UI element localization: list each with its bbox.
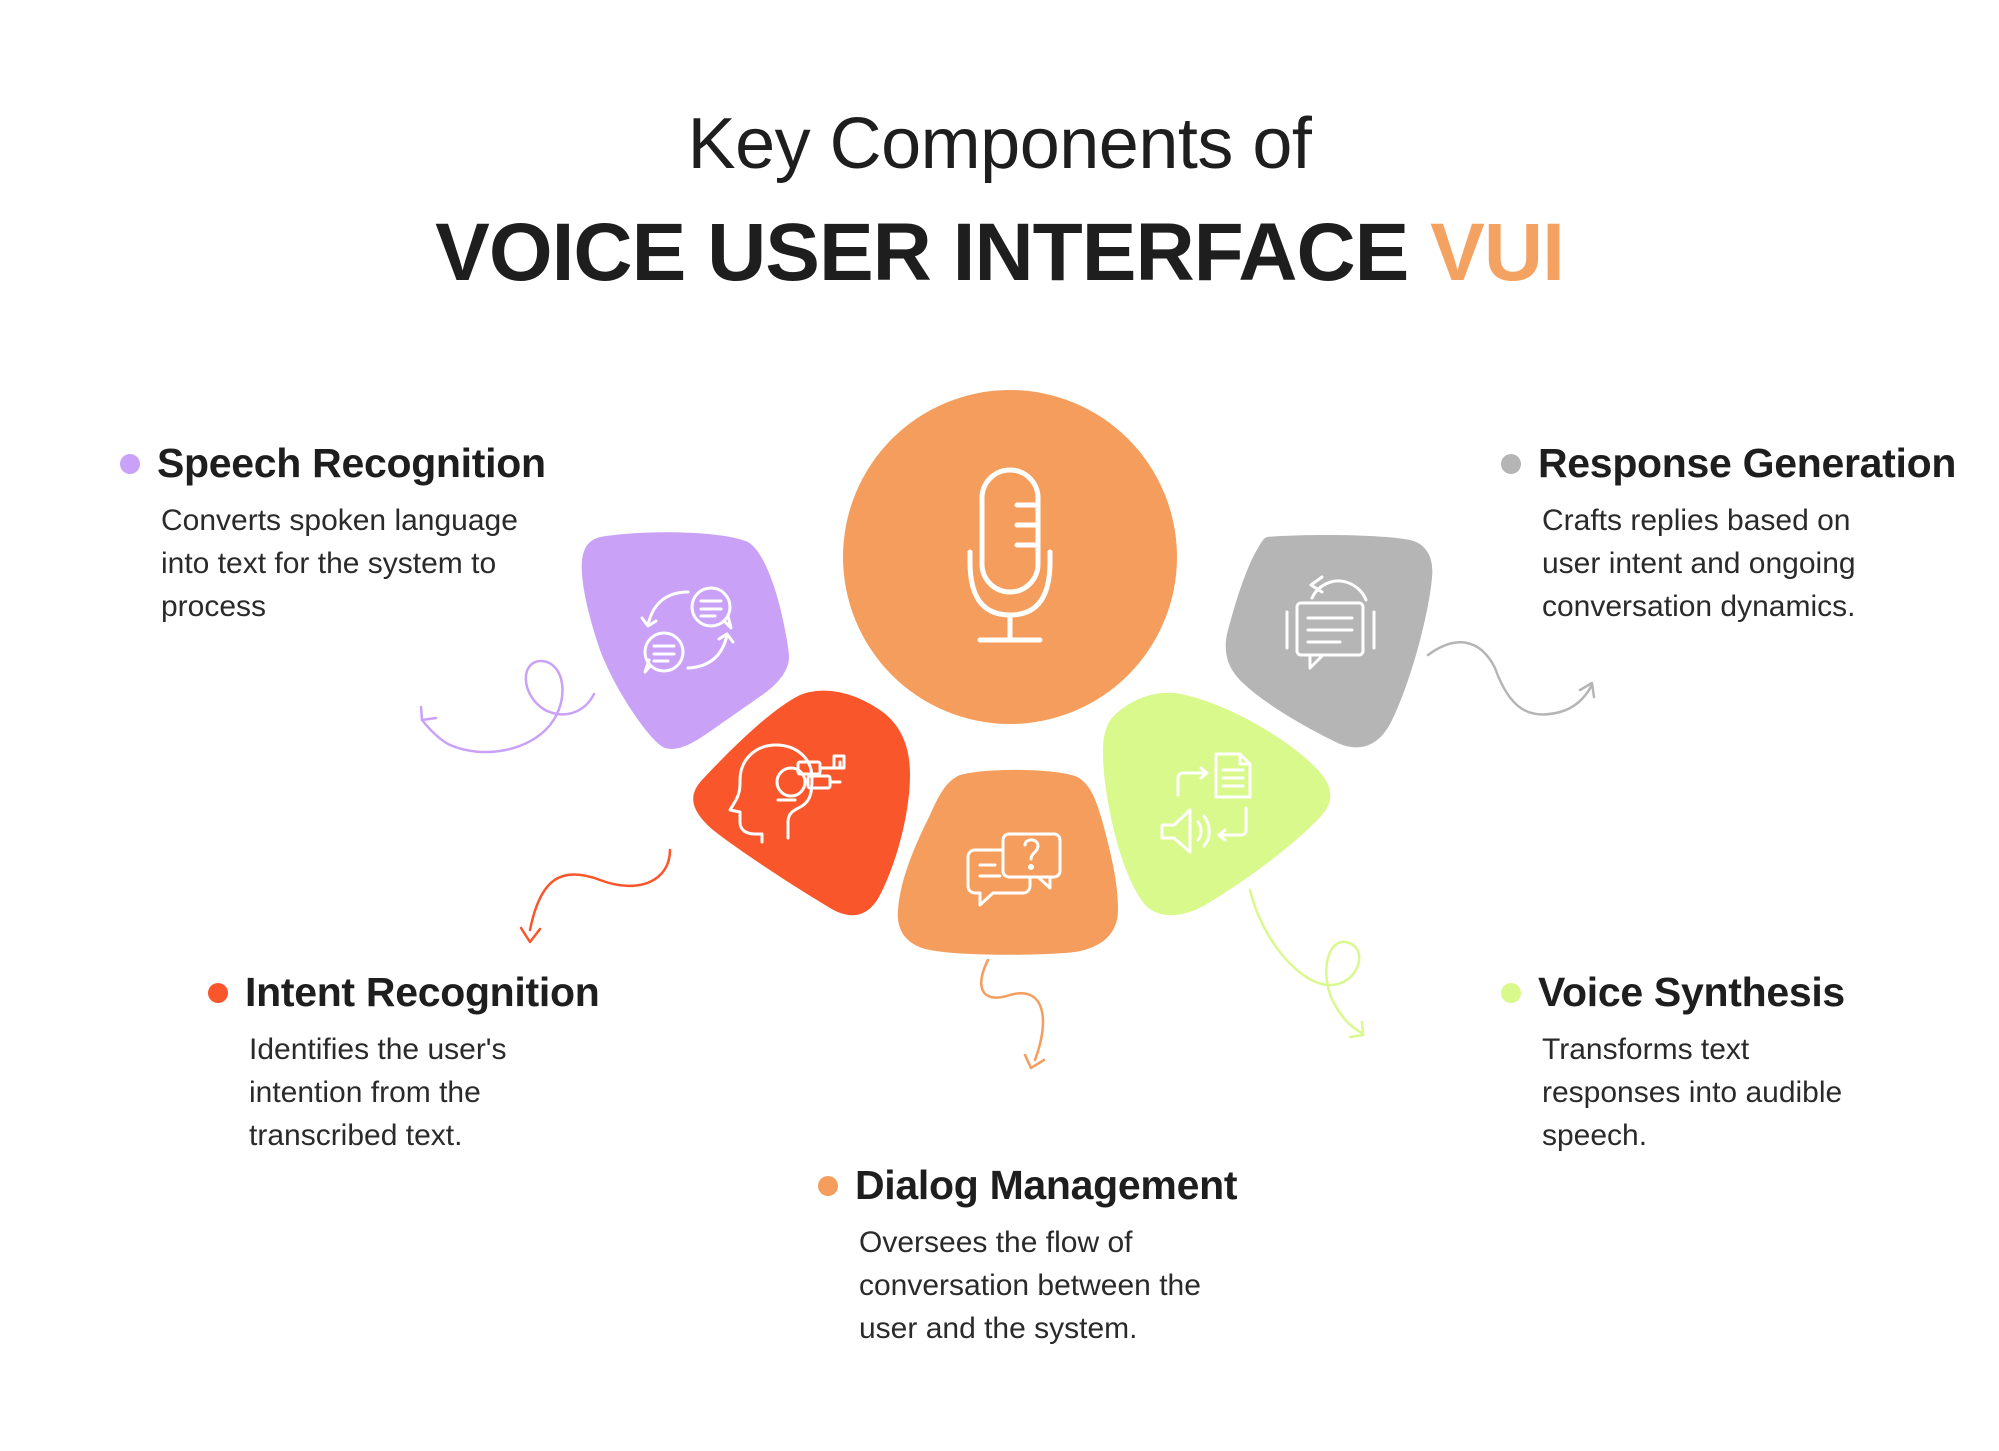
- intent-recognition-title: Intent Recognition: [245, 969, 600, 1015]
- response-connector-arrowhead: [1578, 681, 1596, 699]
- page-title-main: VOICE USER INTERFACE: [435, 207, 1409, 298]
- voice-synthesis-desc-line: speech.: [1542, 1119, 1648, 1152]
- dialog-connector-arrowhead: [1023, 1053, 1046, 1070]
- intent-recognition-petal: [693, 690, 910, 916]
- response-generation-title: Response Generation: [1538, 440, 1957, 486]
- center-circle: [843, 390, 1177, 724]
- dialog-management-petal: [897, 769, 1118, 955]
- chat-exchange-icon: [640, 586, 735, 674]
- response-generation-description: Crafts replies based on user intent and …: [1542, 499, 1956, 628]
- intent-recognition-dot: [208, 982, 228, 1003]
- response-generation-desc-line: Crafts replies based on: [1542, 504, 1851, 537]
- response-generation-dot: [1501, 453, 1521, 474]
- response-generation-desc-line: user intent and ongoing: [1542, 547, 1856, 580]
- intent-recognition-description: Identifies the user's intention from the…: [249, 1028, 599, 1157]
- voice-synthesis-title: Voice Synthesis: [1538, 969, 1845, 1015]
- text-to-speech-icon: [1160, 752, 1252, 854]
- response-generation-desc-line: conversation dynamics.: [1542, 590, 1856, 623]
- speech-connector-arrowhead: [419, 705, 438, 722]
- dialog-management-desc-line: conversation between the: [859, 1269, 1201, 1302]
- speech-recognition-dot: [120, 453, 140, 474]
- intent-recognition-desc-line: Identifies the user's: [249, 1033, 507, 1066]
- voice-synthesis-dot: [1501, 982, 1521, 1003]
- speech-recognition-desc-line: process: [161, 590, 267, 623]
- voice-synthesis-block: Voice Synthesis Transforms text response…: [1501, 969, 1845, 1157]
- voice-synthesis-petal: [1102, 692, 1331, 916]
- dialog-connector: [980, 958, 1045, 1062]
- dialog-management-desc-line: Oversees the flow of: [859, 1226, 1133, 1259]
- dialog-management-block: Dialog Management Oversees the flow of c…: [818, 1162, 1237, 1350]
- intent-recognition-desc-line: intention from the: [249, 1076, 481, 1109]
- speech-recognition-desc-line: into text for the system to: [161, 547, 497, 580]
- response-generation-block: Response Generation Crafts replies based…: [1501, 440, 1956, 628]
- dialog-management-title: Dialog Management: [855, 1162, 1238, 1208]
- speech-connector: [420, 659, 596, 754]
- speech-recognition-petal: [581, 532, 790, 749]
- intent-connector: [528, 848, 672, 932]
- page-title-line-1: Key Components of: [687, 104, 1312, 184]
- response-connector: [1426, 641, 1594, 716]
- speech-recognition-block: Speech Recognition Converts spoken langu…: [120, 440, 546, 628]
- intent-recognition-desc-line: transcribed text.: [249, 1119, 463, 1152]
- dialog-management-description: Oversees the flow of conversation betwee…: [859, 1221, 1237, 1350]
- dialog-management-dot: [818, 1175, 838, 1196]
- voice-synthesis-desc-line: Transforms text: [1542, 1033, 1750, 1066]
- voice-synthesis-desc-line: responses into audible: [1542, 1076, 1843, 1109]
- dialog-management-desc-line: user and the system.: [859, 1312, 1138, 1345]
- page-title-accent: VUI: [1430, 207, 1565, 298]
- question-chat-icon: [966, 832, 1062, 907]
- reply-chat-icon: [1285, 575, 1376, 670]
- synthesis-connector-arrowhead: [1348, 1020, 1365, 1039]
- intent-connector-arrowhead: [519, 926, 542, 944]
- head-with-gears-icon: [728, 743, 846, 844]
- speech-recognition-title: Speech Recognition: [157, 440, 546, 486]
- page-title-line-2: VOICE USER INTERFACE VUI: [0, 206, 1999, 300]
- speech-recognition-description: Converts spoken language into text for t…: [161, 499, 546, 628]
- microphone-icon: [967, 467, 1053, 643]
- speech-recognition-desc-line: Converts spoken language: [161, 504, 518, 537]
- intent-recognition-block: Intent Recognition Identifies the user's…: [208, 969, 600, 1157]
- voice-synthesis-description: Transforms text responses into audible s…: [1542, 1028, 1845, 1157]
- synthesis-connector: [1248, 888, 1364, 1035]
